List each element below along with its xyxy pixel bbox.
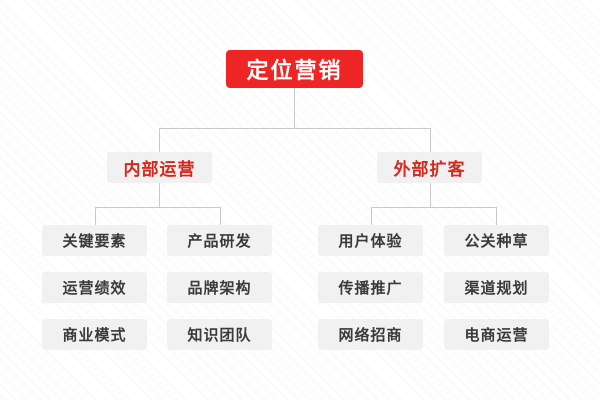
node-leaf-communication-promotion[interactable]: 传播推广	[318, 272, 423, 303]
connector-branch-left-bar	[95, 207, 221, 208]
connector-root-to-branch-left	[159, 128, 160, 152]
node-branch-internal-operations[interactable]: 内部运营	[107, 152, 212, 183]
node-leaf-key-elements[interactable]: 关键要素	[42, 225, 147, 256]
node-leaf-user-experience[interactable]: 用户体验	[318, 225, 423, 256]
connector-branch-left-stem	[159, 183, 160, 207]
node-root[interactable]: 定位营销	[226, 50, 363, 88]
connector-branch-right-bar	[371, 207, 497, 208]
node-leaf-operating-performance[interactable]: 运营绩效	[42, 272, 147, 303]
node-leaf-product-rnd[interactable]: 产品研发	[167, 225, 272, 256]
node-branch-external-acquisition[interactable]: 外部扩客	[377, 152, 482, 183]
connector-branch-right-to-col1	[371, 207, 372, 225]
node-leaf-knowledge-team[interactable]: 知识团队	[167, 319, 272, 350]
node-leaf-channel-planning[interactable]: 渠道规划	[444, 272, 549, 303]
connector-branch-left-to-col1	[95, 207, 96, 225]
node-leaf-online-investment[interactable]: 网络招商	[318, 319, 423, 350]
connector-root-stem	[294, 88, 295, 128]
connector-root-to-branch-right	[430, 128, 431, 152]
node-leaf-ecommerce-operations[interactable]: 电商运营	[444, 319, 549, 350]
node-leaf-brand-architecture[interactable]: 品牌架构	[167, 272, 272, 303]
connector-branch-left-to-col2	[220, 207, 221, 225]
node-leaf-business-model[interactable]: 商业模式	[42, 319, 147, 350]
node-leaf-pr-seeding[interactable]: 公关种草	[444, 225, 549, 256]
connector-root-bar	[159, 128, 431, 129]
connector-branch-right-to-col2	[496, 207, 497, 225]
connector-branch-right-stem	[430, 183, 431, 207]
